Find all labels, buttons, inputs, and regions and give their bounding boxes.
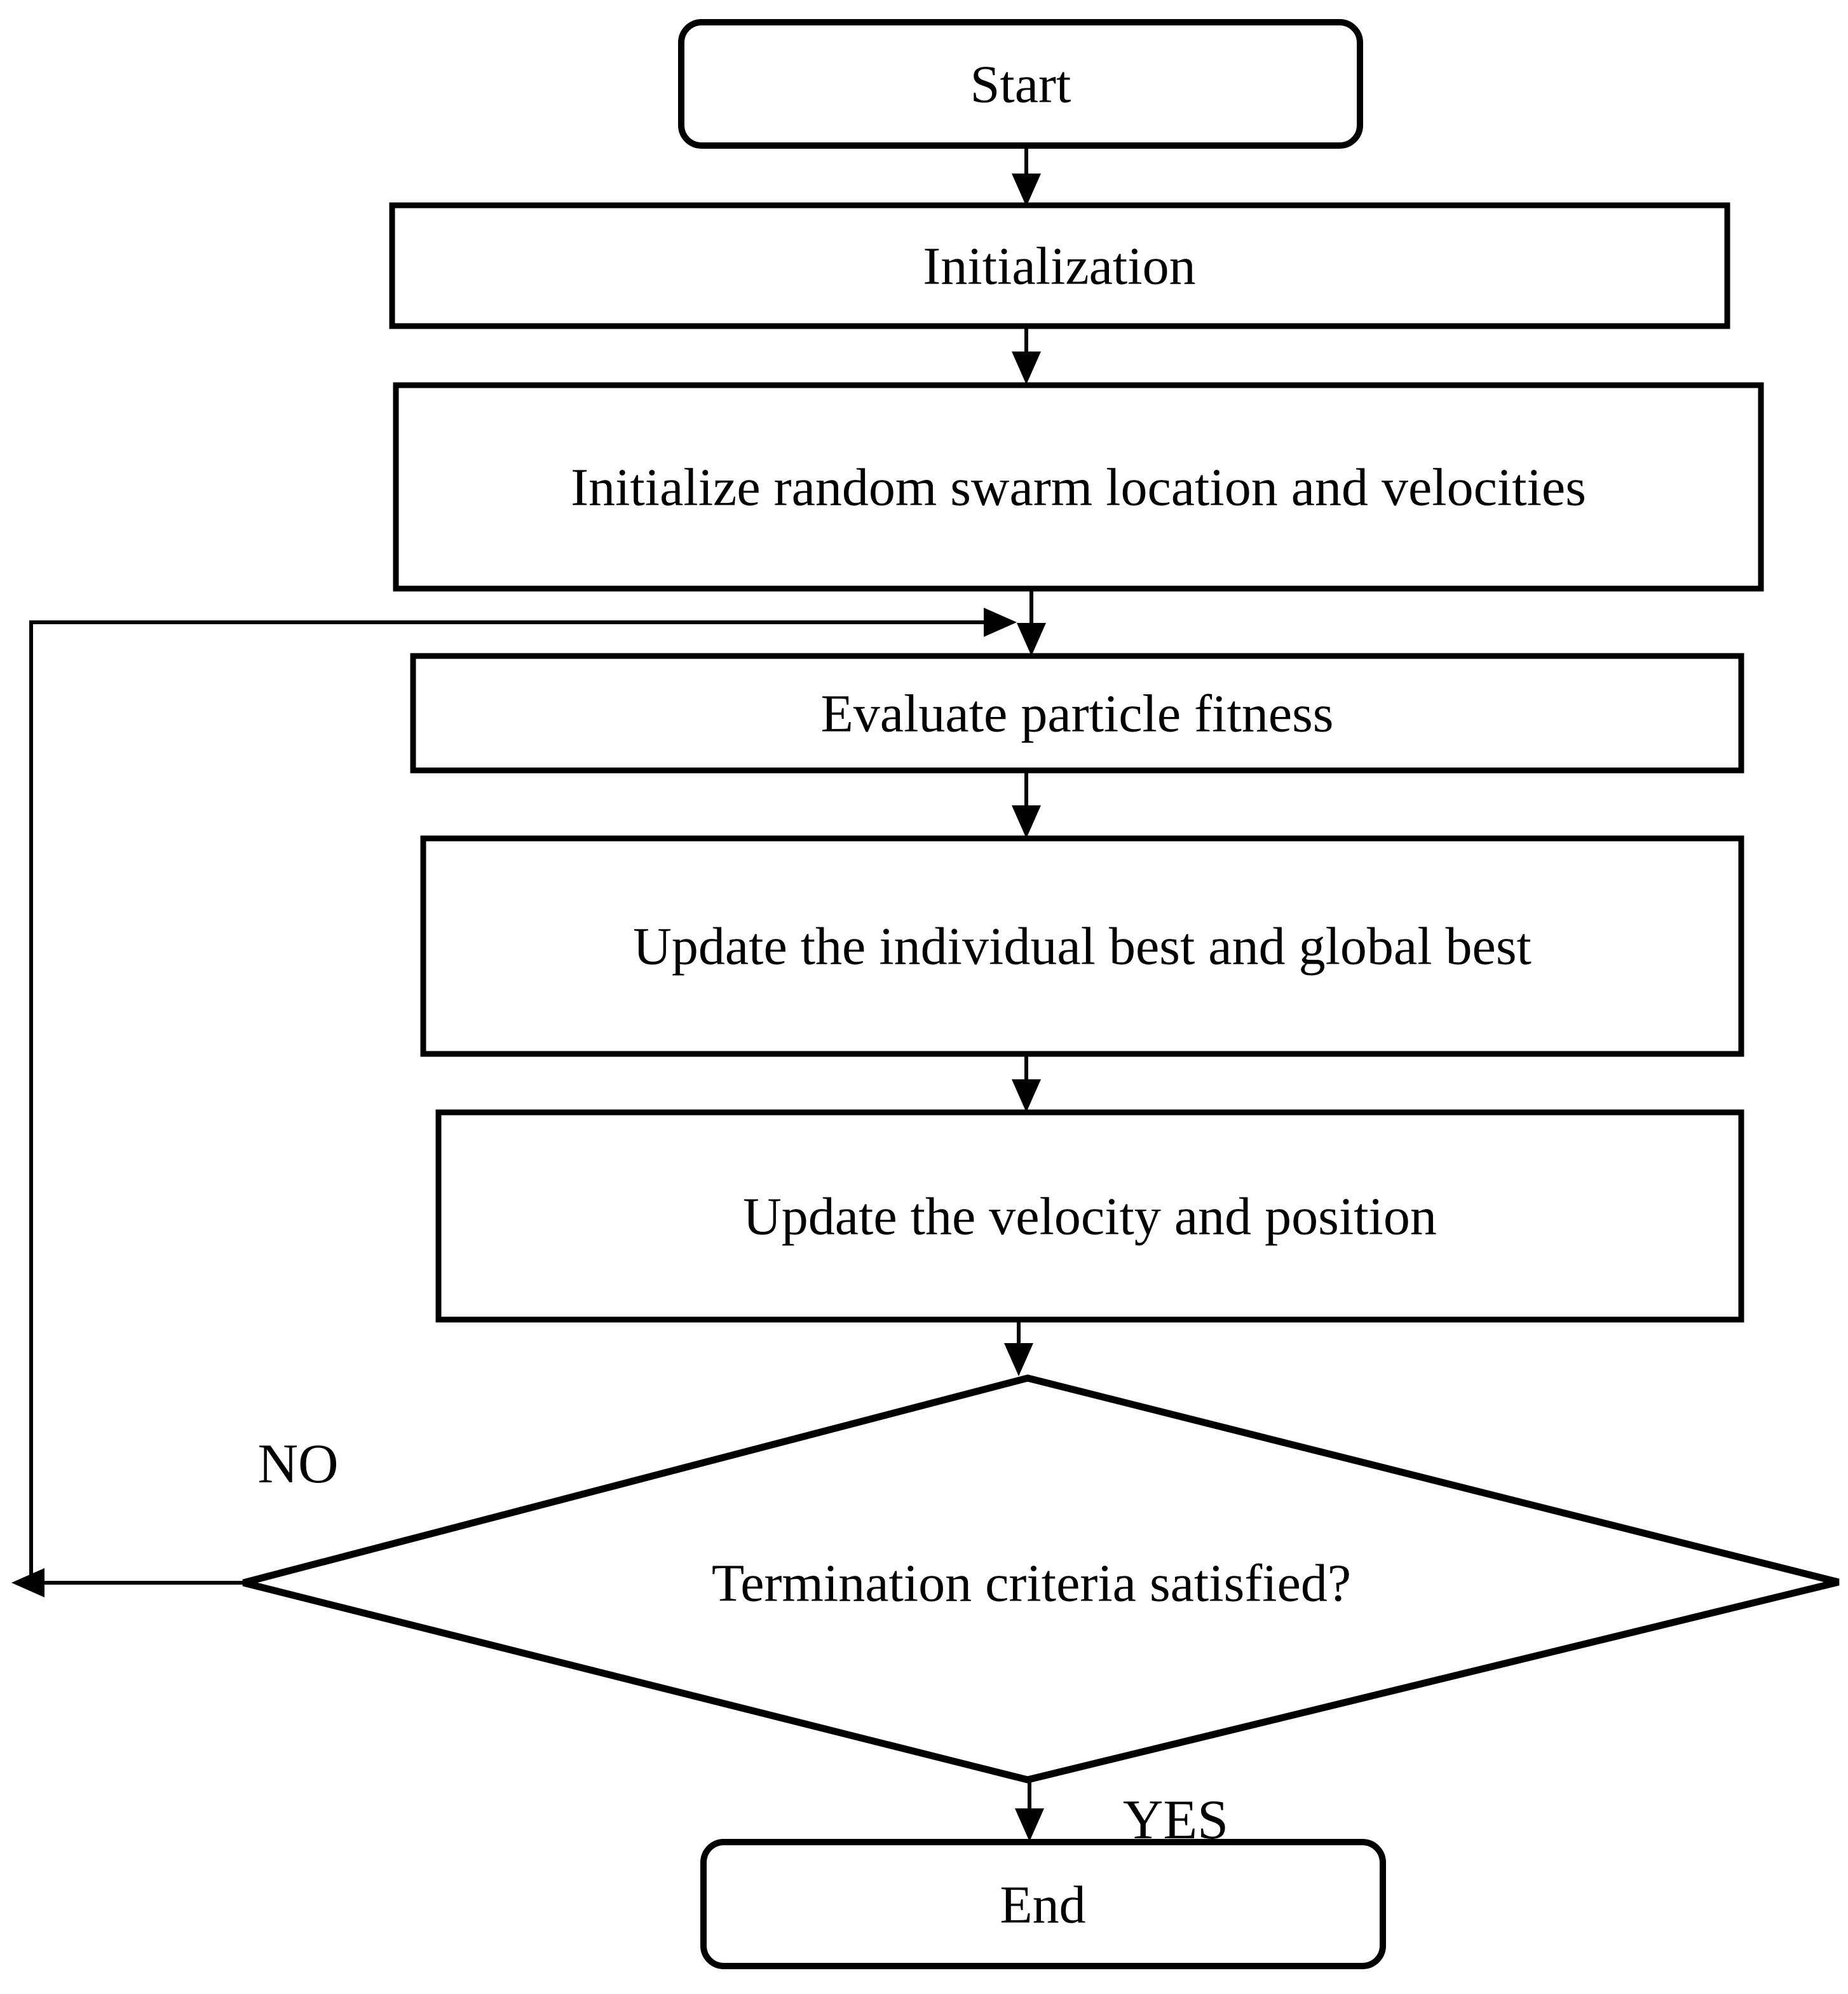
arrowhead-down-icon — [1015, 1808, 1044, 1841]
termination-decision-label: Termination criteria satisfied? — [712, 1554, 1351, 1613]
initialize-swarm-shape — [393, 382, 1764, 592]
arrow-decision-to-end — [1015, 1780, 1044, 1841]
node-termination-decision: Termination criteria satisfied? — [242, 1374, 1840, 1784]
arrow-initialization-to-swarm — [1012, 326, 1041, 385]
update-velocity-position-label: Update the velocity and position — [743, 1187, 1437, 1246]
termination-decision-shape — [242, 1374, 1840, 1784]
arrowhead-down-icon — [1012, 1079, 1041, 1112]
evaluate-fitness-label: Evaluate particle fitness — [821, 685, 1334, 744]
connectors — [11, 146, 1046, 1841]
arrow-velocity-to-decision — [1004, 1320, 1033, 1376]
node-initialization: Initialization — [389, 202, 1730, 329]
arrow-update-best-to-velocity — [1012, 1054, 1041, 1112]
node-update-best: Update the individual best and global be… — [420, 835, 1744, 1057]
node-evaluate-fitness: Evaluate particle fitness — [410, 653, 1744, 774]
update-velocity-position-shape — [435, 1109, 1744, 1323]
node-initialize-swarm: Initialize random swarm location and vel… — [393, 382, 1764, 592]
arrowhead-down-icon — [1012, 805, 1041, 838]
arrowhead-down-icon — [1012, 352, 1041, 385]
nodes: Start Initialization Initialize random s… — [242, 19, 1840, 1969]
initialization-label: Initialization — [923, 237, 1195, 296]
end-label: End — [1000, 1876, 1085, 1935]
arrowhead-right-icon — [984, 608, 1017, 637]
arrowhead-left-icon — [11, 1568, 44, 1597]
start-label: Start — [970, 55, 1071, 114]
start-shape — [678, 19, 1363, 149]
node-end: End — [700, 1839, 1386, 1969]
yes-branch-label: YES — [1123, 1789, 1228, 1851]
arrow-swarm-to-evaluate — [1017, 589, 1046, 656]
arrowhead-down-icon — [1012, 174, 1041, 207]
feedback-loop-no-path — [11, 608, 1017, 1597]
node-update-velocity-position: Update the velocity and position — [435, 1109, 1744, 1323]
initialization-shape — [389, 202, 1730, 329]
node-start: Start — [678, 19, 1363, 149]
end-shape — [700, 1839, 1386, 1969]
no-branch-label: NO — [257, 1433, 338, 1495]
initialize-swarm-label: Initialize random swarm location and vel… — [571, 458, 1586, 517]
update-best-shape — [420, 835, 1744, 1057]
arrow-evaluate-to-update-best — [1012, 770, 1041, 838]
update-best-label: Update the individual best and global be… — [633, 917, 1532, 976]
arrowhead-down-icon — [1004, 1343, 1033, 1376]
arrow-start-to-initialization — [1012, 146, 1041, 207]
arrowhead-down-icon — [1017, 623, 1046, 656]
evaluate-fitness-shape — [410, 653, 1744, 774]
